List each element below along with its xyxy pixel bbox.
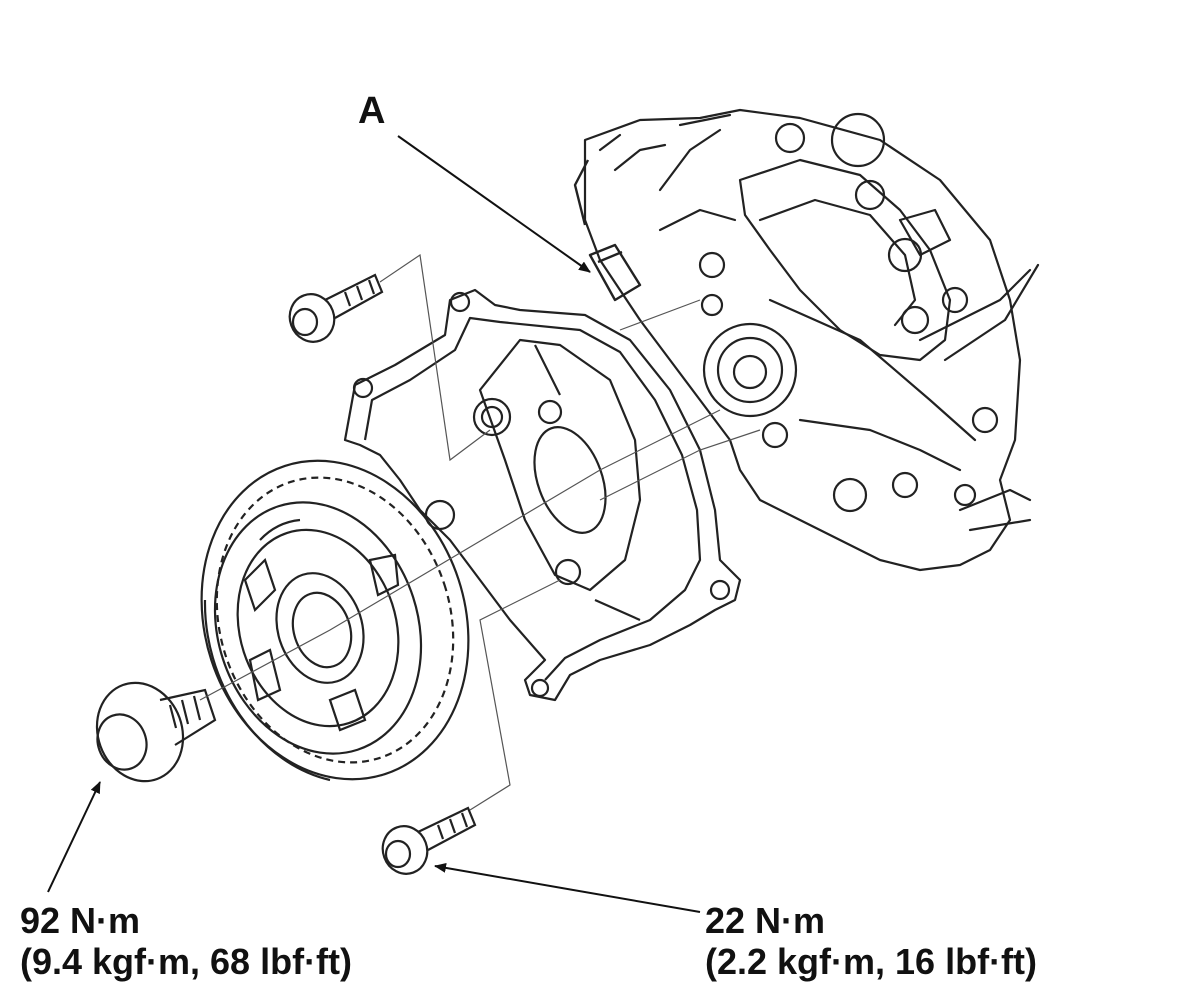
back-cover [343, 288, 742, 702]
arrow-to-sensor-a [397, 135, 591, 273]
leader-arrows [47, 135, 701, 913]
torque-spec-pulley-bolt-line1: 92 N·m [20, 900, 141, 941]
camshaft-pulley [200, 459, 470, 782]
engine-housing [583, 108, 1040, 572]
pulley-bolt [95, 681, 217, 783]
torque-spec-cover-bolt-line2: (2.2 kgf·m, 16 lbf·ft) [705, 941, 1038, 983]
alignment-lines [199, 253, 761, 811]
arrow-to-pulley-bolt [47, 781, 101, 893]
arrow-to-cover-bolt [434, 862, 701, 913]
torque-spec-pulley-bolt: 92 N·m (9.4 kgf·m, 68 lbf·ft) [20, 900, 352, 983]
callout-label-a: A [358, 90, 386, 132]
lower-cover-bolt [381, 806, 477, 875]
torque-spec-cover-bolt: 22 N·m (2.2 kgf·m, 16 lbf·ft) [705, 900, 1037, 983]
upper-cover-bolt [288, 273, 384, 343]
torque-spec-cover-bolt-line1: 22 N·m [705, 900, 826, 941]
sensor-a [573, 159, 642, 302]
torque-spec-pulley-bolt-line2: (9.4 kgf·m, 68 lbf·ft) [20, 941, 353, 983]
